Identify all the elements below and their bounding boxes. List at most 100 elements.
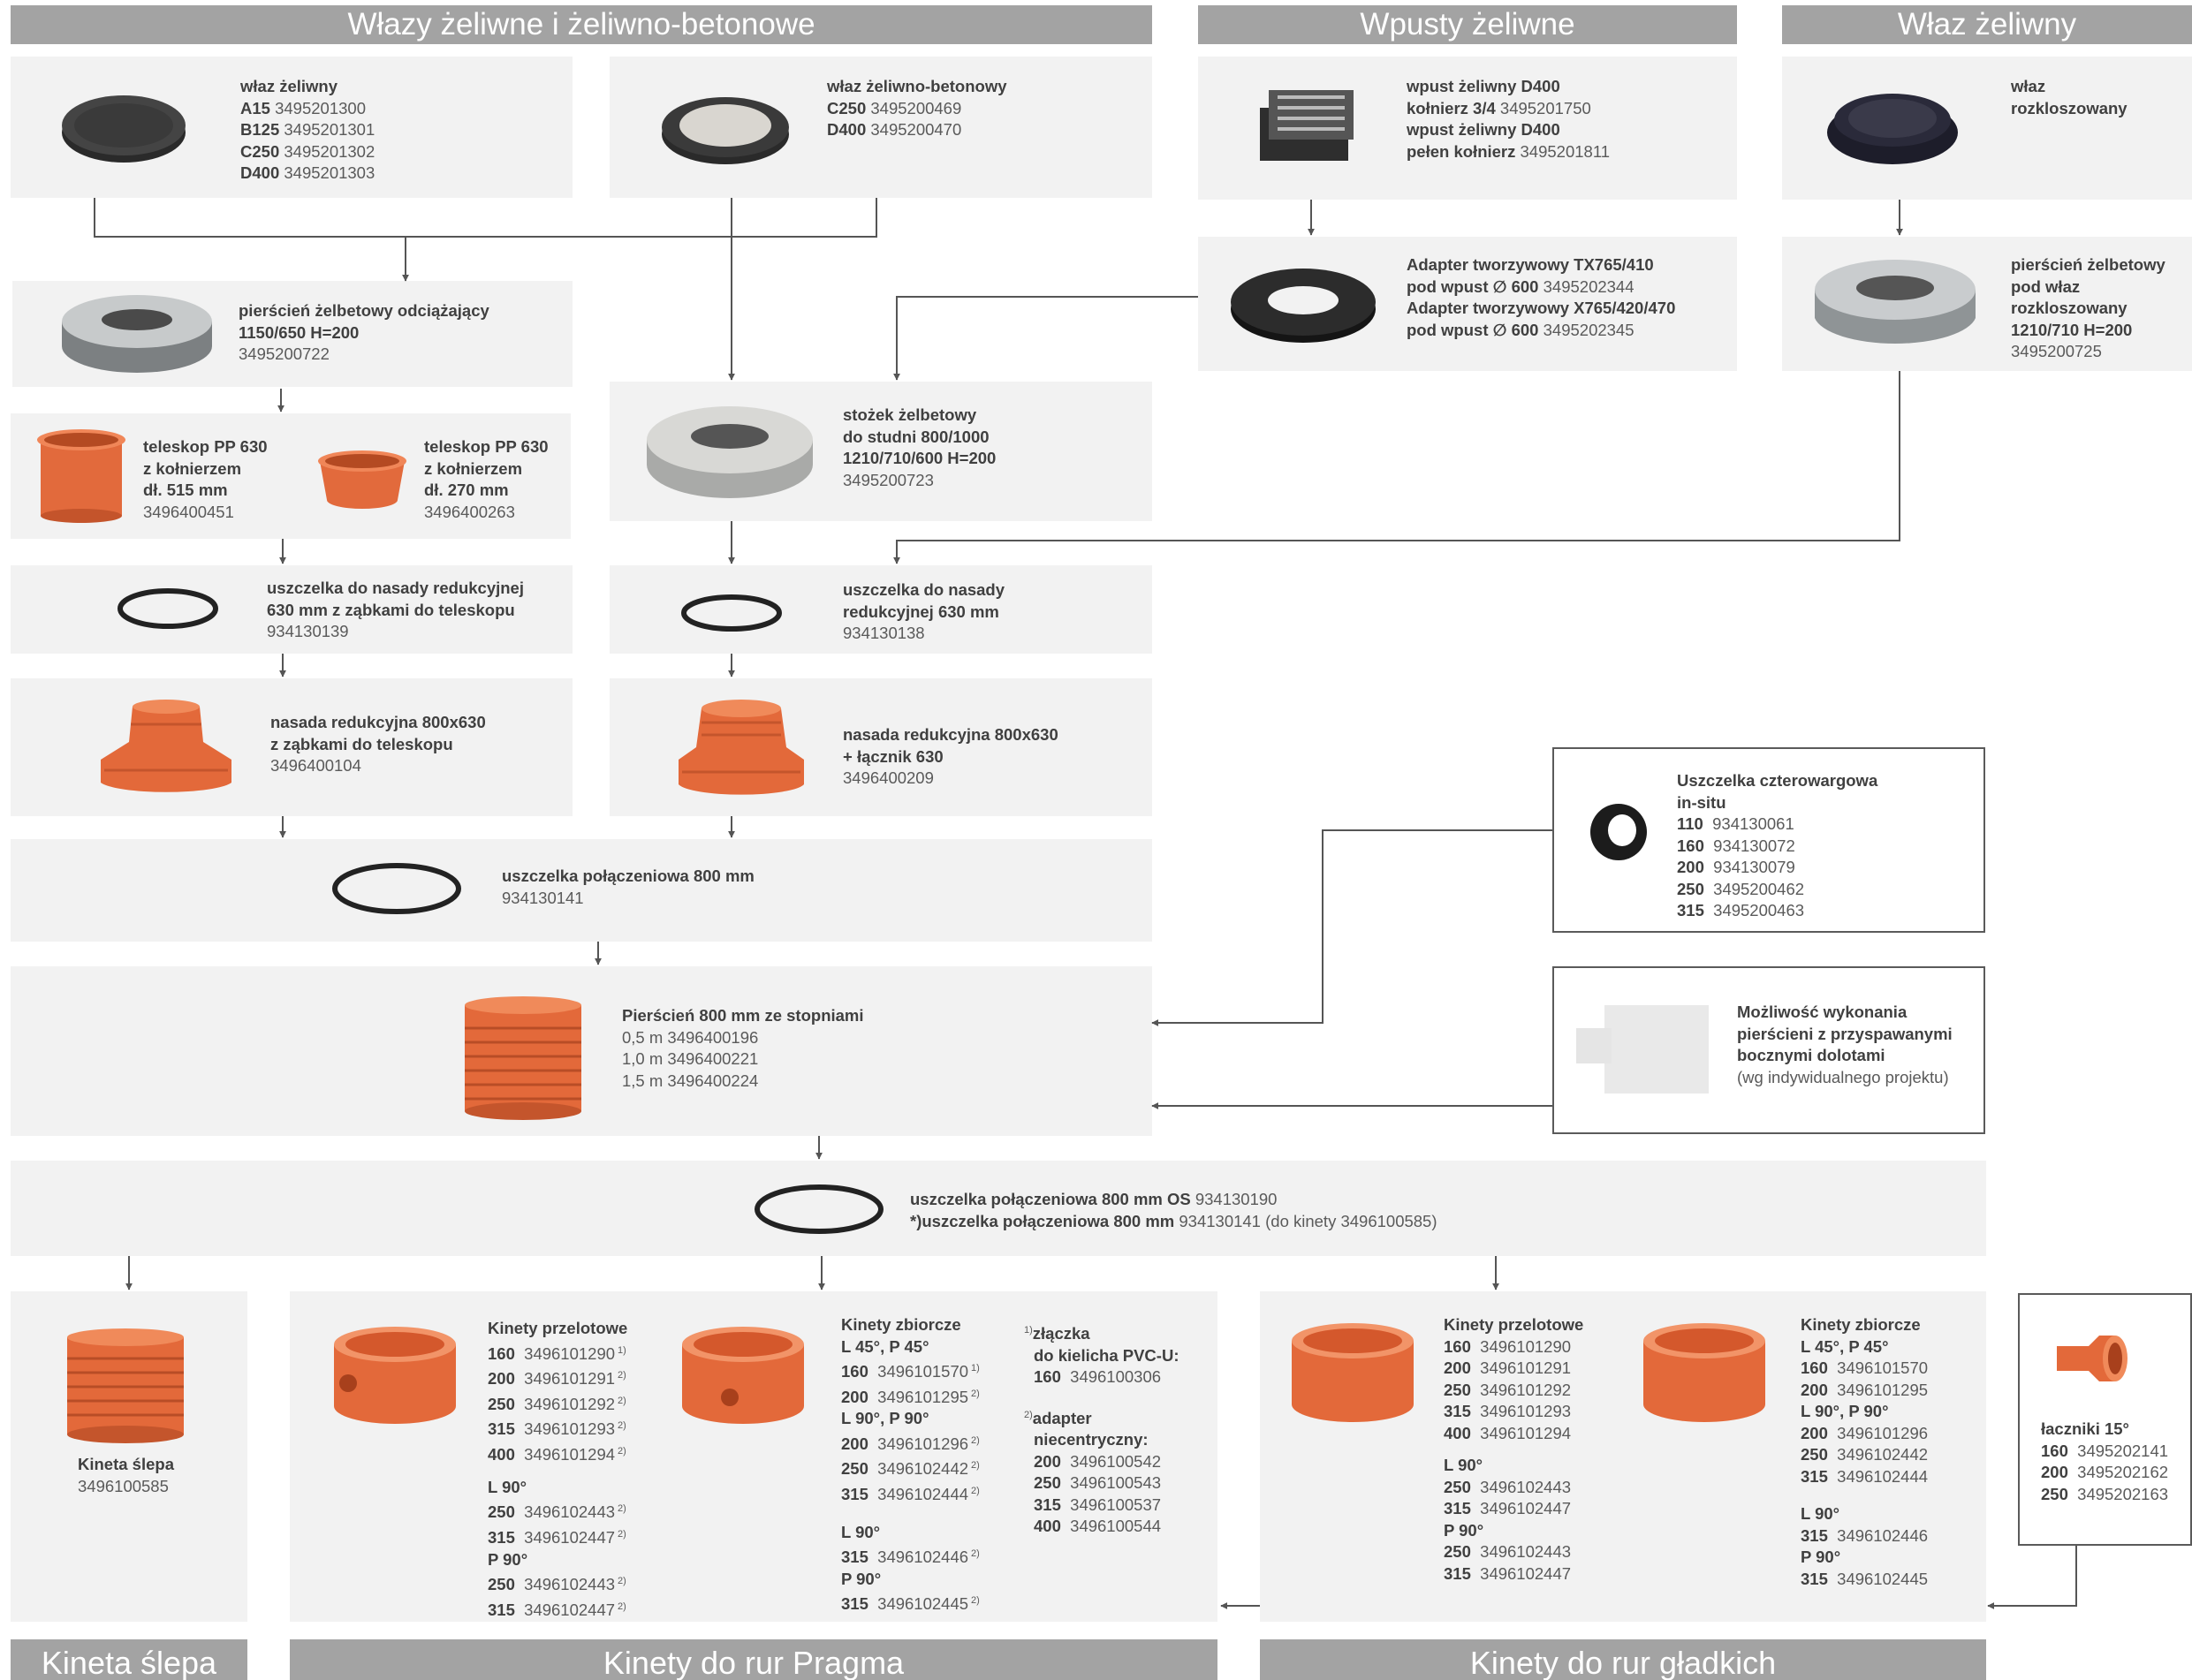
pierscien-800-code: 0,5 m 3496400196	[622, 1027, 759, 1047]
uszcz-tel-text: uszczelka do nasady redukcyjnej 630 mm z…	[267, 578, 524, 643]
panel-uszcz-tel	[11, 565, 573, 654]
uszcz-4w-text: Uszczelka czterowargowa in-situ 110 9341…	[1677, 770, 1877, 922]
flared-cover-image	[1827, 94, 1958, 164]
code: 3495202141	[2077, 1441, 2169, 1460]
gl-przel-subhead: P 90°	[1444, 1520, 1484, 1540]
teleskop2-line: z kołnierzem	[424, 458, 523, 478]
gl-zb-text: Kinety zbiorcze L 45°, P 45° 160 3496101…	[1801, 1314, 1928, 1590]
gl-zb-title: Kinety zbiorcze	[1801, 1315, 1921, 1334]
adapter-text: Adapter tworzywowy TX765/410 pod wpust ∅…	[1407, 254, 1675, 341]
wlaz-zb-text: właz żeliwno-betonowy C250 3495200469 D4…	[827, 76, 1007, 141]
note: 2)	[971, 1434, 980, 1446]
teleskop2-line: dł. 270 mm	[424, 481, 509, 499]
wpust-text: wpust żeliwny D400 kołnierz 3/4 34952017…	[1407, 76, 1610, 163]
uszcz-4w-code: 3495200463	[1713, 901, 1805, 919]
stozek-line: 1210/710/600 H=200	[843, 449, 997, 467]
stozek-line: do studni 800/1000	[843, 427, 990, 446]
dn: 315	[488, 1419, 515, 1439]
wlaz-class: D400	[240, 163, 280, 182]
adapter-code: 3495202344	[1543, 276, 1635, 296]
stozek-code: 3495200723	[843, 470, 934, 489]
code: 3496102445	[1837, 1569, 1929, 1588]
uszcz-os-line: uszczelka połączeniowa 800 mm OS	[910, 1190, 1191, 1208]
concrete-cone-image	[647, 406, 813, 498]
panel-uszcz-4w	[1552, 747, 1985, 933]
dn: 160	[841, 1362, 868, 1381]
pragma-collect-base-image	[682, 1327, 804, 1424]
note: 1)	[618, 1344, 626, 1356]
uszcz-tel-line: uszczelka do nasady redukcyjnej	[267, 579, 524, 597]
telescope-short-image	[318, 450, 406, 509]
note: 2)	[618, 1446, 626, 1457]
dn: 400	[1034, 1517, 1061, 1536]
kineta-slepa-code: 3496100585	[78, 1476, 169, 1495]
code: 3496101296	[877, 1434, 969, 1453]
code: 3496100537	[1070, 1495, 1162, 1514]
gl-zb-subhead: L 45°, P 45°	[1801, 1336, 1889, 1356]
code: 3496102447	[524, 1528, 616, 1548]
uszcz-nas-code: 934130138	[843, 624, 925, 642]
pierscien-800-code: 1,0 m 3496400221	[622, 1049, 759, 1068]
adapter-line: pod wpust ∅ 600	[1407, 320, 1539, 339]
wlaz-class: C250	[240, 141, 280, 161]
code: 3496102443	[1480, 1542, 1572, 1561]
code: 3496102445	[877, 1594, 969, 1614]
header-kinety-gladkich: Kinety do rur gładkich	[1260, 1639, 1986, 1680]
teleskop2-code: 3496400263	[424, 502, 515, 521]
nasada2-line: + łącznik 630	[843, 746, 944, 766]
laczniki-text: łaczniki 15° 160 3495202141 200 34952021…	[2041, 1419, 2168, 1505]
dn: 160	[2041, 1441, 2068, 1460]
four-lip-seal-image	[1590, 804, 1647, 860]
uszcz-os-code: 934130141 (do kinety 3496100585)	[1179, 1211, 1437, 1230]
pragma-przel-title: Kinety przelotowe	[488, 1319, 628, 1337]
mozliwosc-line: Możliwość wykonania	[1737, 1003, 1908, 1021]
pragma-zb-subhead: L 90°, P 90°	[841, 1409, 929, 1428]
dn: 315	[1444, 1402, 1471, 1420]
dn: 200	[1801, 1423, 1828, 1442]
teleskop2-text: teleskop PP 630 z kołnierzem dł. 270 mm …	[424, 436, 549, 523]
footnote-mark: 2)	[1024, 1409, 1033, 1420]
wpust-code: 3495201811	[1520, 141, 1611, 161]
wlaz-zeliwny-text: właz żeliwny A15 3495201300 B125 3495201…	[240, 76, 375, 185]
code: 3496102446	[877, 1548, 969, 1567]
kineta-slepa-title: Kineta ślepa	[78, 1455, 174, 1473]
note: 2)	[618, 1370, 626, 1381]
header-wlazy: Włazy żeliwne i żeliwno-betonowe	[11, 5, 1152, 44]
nasada2-line: nasada redukcyjna 800x630	[843, 725, 1058, 744]
dn: 250	[1034, 1473, 1061, 1493]
uszcz-4w-code: 934130079	[1713, 858, 1795, 876]
footnote-line: do kielicha PVC-U:	[1034, 1345, 1179, 1365]
stozek-line: stożek żelbetowy	[843, 405, 977, 424]
dn: 315	[1801, 1569, 1828, 1588]
footnote-line: niecentryczny:	[1034, 1430, 1149, 1449]
wlaz-rozkl-text: właz rozkloszowany	[2011, 76, 2128, 119]
code: 3496102447	[1480, 1563, 1572, 1583]
gl-zb-subhead: L 90°	[1801, 1504, 1840, 1523]
nasada1-code: 3496400104	[270, 756, 361, 775]
code: 3496102443	[1480, 1477, 1572, 1496]
laczniki-title: łaczniki 15°	[2041, 1419, 2129, 1438]
uszcz-4w-dn: 315	[1677, 901, 1704, 919]
dn: 250	[841, 1459, 868, 1479]
code: 3496100544	[1070, 1517, 1162, 1536]
teleskop1-code: 3496400451	[143, 502, 234, 521]
dn: 315	[1444, 1563, 1471, 1583]
mozliwosc-line: (wg indywidualnego projektu)	[1737, 1067, 1949, 1086]
pierscien-odc-code: 3495200722	[239, 344, 330, 363]
note: 2)	[618, 1503, 626, 1515]
code: 3496100542	[1070, 1451, 1162, 1471]
code: 3496102443	[524, 1502, 616, 1522]
wlaz-zb-class: C250	[827, 98, 867, 117]
code: 3496101291	[524, 1369, 616, 1389]
code: 3496101294	[524, 1445, 616, 1464]
dn: 200	[1801, 1380, 1828, 1399]
pragma-through-base-image	[334, 1327, 456, 1424]
panel-laczniki	[2018, 1293, 2192, 1546]
reducer-coupler-image	[679, 700, 804, 795]
dn: 200	[841, 1387, 868, 1406]
header-wpusty: Wpusty żeliwne	[1198, 5, 1737, 44]
pierscien-odc-line: pierścień żelbetowy odciążający	[239, 301, 489, 320]
note: 2)	[618, 1601, 626, 1612]
dn: 250	[2041, 1484, 2068, 1503]
